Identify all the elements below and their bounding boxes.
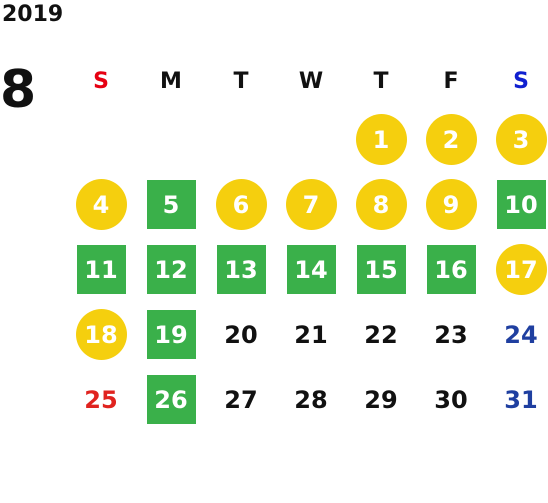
day-cell[interactable]: 31 xyxy=(486,367,548,432)
day-marker-circle: 7 xyxy=(285,179,337,230)
day-cell[interactable]: 4 xyxy=(66,172,136,237)
day-cell[interactable]: 21 xyxy=(276,302,346,367)
week-row: 11 12 13 14 15 16 17 xyxy=(66,237,548,302)
day-marker-circle: 8 xyxy=(355,179,407,230)
day-number: 20 xyxy=(224,320,258,349)
day-number: 28 xyxy=(294,385,328,414)
weekday-label: T xyxy=(233,68,249,94)
day-cell[interactable]: 13 xyxy=(206,237,276,302)
day-cell[interactable]: 12 xyxy=(136,237,206,302)
day-cell[interactable]: 25 xyxy=(66,367,136,432)
day-marker-square: 19 xyxy=(146,310,196,359)
day-marker-square: 12 xyxy=(146,245,196,294)
day-number: 22 xyxy=(364,320,398,349)
day-marker-square: 5 xyxy=(146,180,196,229)
day-number: 25 xyxy=(84,385,118,414)
day-cell[interactable]: 22 xyxy=(346,302,416,367)
day-cell[interactable]: 16 xyxy=(416,237,486,302)
day-marker-circle: 6 xyxy=(215,179,267,230)
day-cell[interactable]: 28 xyxy=(276,367,346,432)
day-cell[interactable]: 29 xyxy=(346,367,416,432)
day-number: 24 xyxy=(504,320,538,349)
day-marker-circle: 9 xyxy=(425,179,477,230)
day-cell[interactable]: 15 xyxy=(346,237,416,302)
day-marker-square: 10 xyxy=(496,180,546,229)
day-cell[interactable]: 18 xyxy=(66,302,136,367)
day-cell[interactable]: 14 xyxy=(276,237,346,302)
day-number: 21 xyxy=(294,320,328,349)
weekday-label: F xyxy=(443,68,459,94)
day-cell[interactable]: 19 xyxy=(136,302,206,367)
month-label: 8 xyxy=(0,60,37,120)
day-cell[interactable]: 8 xyxy=(346,172,416,237)
day-marker-square: 16 xyxy=(426,245,476,294)
day-number: 31 xyxy=(504,385,538,414)
day-cell[interactable]: 2 xyxy=(416,107,486,172)
weekday-label: W xyxy=(298,68,324,94)
day-marker-square: 26 xyxy=(146,375,196,424)
day-cell[interactable]: 24 xyxy=(486,302,548,367)
day-marker-square: 14 xyxy=(286,245,336,294)
day-marker-square: 13 xyxy=(216,245,266,294)
day-cell[interactable]: 17 xyxy=(486,237,548,302)
day-marker-square: 11 xyxy=(76,245,126,294)
day-cell[interactable]: 1 xyxy=(346,107,416,172)
day-marker-circle: 18 xyxy=(75,309,127,360)
day-cell[interactable]: 9 xyxy=(416,172,486,237)
day-marker-circle: 2 xyxy=(425,114,477,165)
day-number: 27 xyxy=(224,385,258,414)
day-cell[interactable]: 27 xyxy=(206,367,276,432)
day-number: 30 xyxy=(434,385,468,414)
weekday-label: S xyxy=(513,68,529,94)
weekday-label: T xyxy=(373,68,389,94)
year-label: 2019 xyxy=(2,2,64,27)
day-cell[interactable]: 30 xyxy=(416,367,486,432)
day-marker-circle: 1 xyxy=(355,114,407,165)
day-cell[interactable]: 10 xyxy=(486,172,548,237)
day-cell[interactable]: 11 xyxy=(66,237,136,302)
day-cell[interactable]: 5 xyxy=(136,172,206,237)
week-row: 18 19 20 21 22 23 24 xyxy=(66,302,548,367)
day-cell[interactable]: 3 xyxy=(486,107,548,172)
week-row: 25 26 27 28 29 30 31 xyxy=(66,367,548,432)
day-marker-circle: 4 xyxy=(75,179,127,230)
day-number: 23 xyxy=(434,320,468,349)
day-cell[interactable]: 20 xyxy=(206,302,276,367)
day-marker-square: 15 xyxy=(356,245,406,294)
day-marker-circle: 3 xyxy=(495,114,547,165)
day-cell[interactable]: 23 xyxy=(416,302,486,367)
weekday-label: S xyxy=(93,68,109,94)
day-marker-circle: 17 xyxy=(495,244,547,295)
weekday-label: M xyxy=(160,68,182,94)
day-cell[interactable]: 6 xyxy=(206,172,276,237)
day-cell[interactable]: 7 xyxy=(276,172,346,237)
day-number: 29 xyxy=(364,385,398,414)
day-cell[interactable]: 26 xyxy=(136,367,206,432)
